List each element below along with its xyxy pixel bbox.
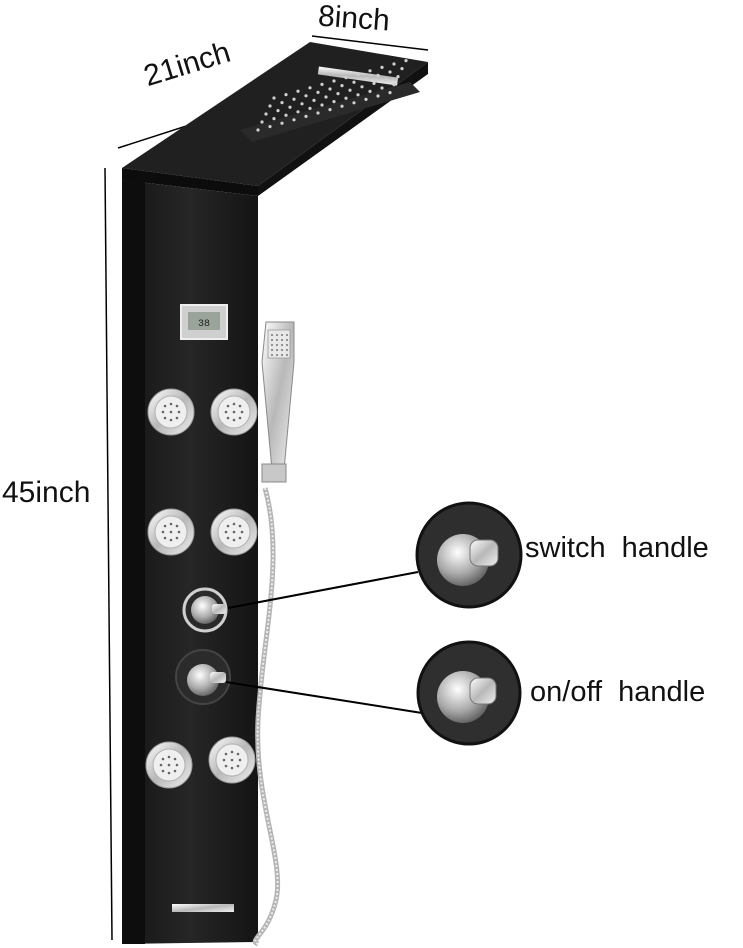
onoff-handle-label: on/off handle <box>530 676 706 708</box>
height-label: 45inch <box>2 476 91 509</box>
rain-nozzles <box>256 59 408 132</box>
width-dimension-line <box>311 35 429 51</box>
svg-text:38: 38 <box>198 319 210 330</box>
rain-shower-head <box>122 42 428 196</box>
hand-shower <box>261 321 295 483</box>
body-jet <box>147 388 195 436</box>
onoff-handle-knob <box>175 649 231 705</box>
temperature-display: 38 <box>180 304 228 340</box>
tub-spout <box>172 904 234 912</box>
onoff-callout-line <box>225 681 423 714</box>
hand-shower-nozzles <box>271 334 288 356</box>
switch-handle-knob <box>182 587 228 633</box>
body-jet <box>147 508 195 556</box>
body-jet <box>210 508 258 556</box>
switch-handle-detail <box>415 501 523 609</box>
body-jets <box>145 388 258 789</box>
switch-handle-label: switch handle <box>525 532 709 564</box>
width-label: 8inch <box>316 0 391 38</box>
body-jet <box>210 388 258 436</box>
waterfall-outlet <box>317 66 399 86</box>
shower-panel <box>122 180 258 944</box>
switch-callout-line <box>227 571 419 609</box>
onoff-handle-detail <box>416 640 522 746</box>
height-dimension-line <box>104 167 113 941</box>
body-jet <box>145 741 193 789</box>
body-jet <box>208 736 256 784</box>
